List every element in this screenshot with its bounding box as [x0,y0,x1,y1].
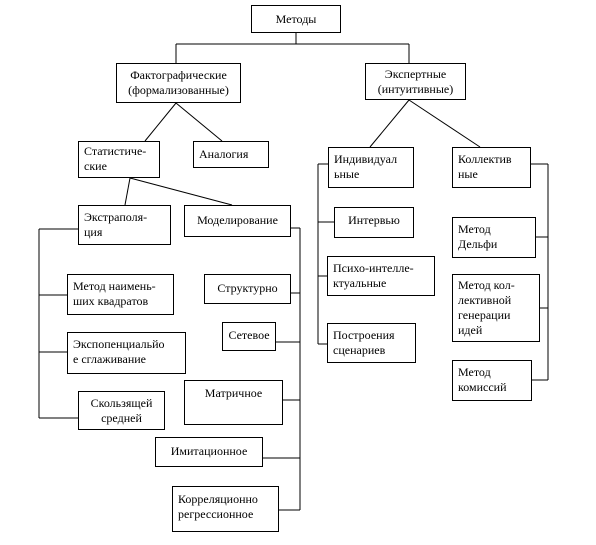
interview-node: Интервью [334,207,414,238]
collective-generation-node: Метод кол- лективной генерации идей [452,274,540,342]
matrix-node: Матричное [184,380,283,425]
psycho-intellectual-node: Психо-интелле- ктуальные [327,256,435,296]
structural-node: Структурно [204,274,291,304]
statistical-node: Статистиче- ские [78,141,160,178]
modeling-node: Моделирование [184,205,291,237]
simulation-node: Имитационное [155,437,263,467]
extrapolation-node: Экстраполя- ция [78,205,171,245]
scenarios-node: Построения сценариев [327,323,416,363]
least-squares-node: Метод наимень- ших квадратов [67,274,174,315]
network-node: Сетевое [222,322,276,351]
commissions-node: Метод комиссий [452,360,532,401]
analogy-node: Аналогия [193,141,269,168]
exp-smoothing-node: Экспопенциальйо е сглаживание [67,332,186,374]
correlation-node: Корреляционно регрессионное [172,486,279,532]
root-node: Методы [251,5,341,33]
expert-node: Экспертные (интуитивные) [365,63,466,100]
factographic-node: Фактографические (формализованные) [116,63,241,103]
individual-node: Индивидуал ьные [328,147,414,188]
collective-node: Коллектив ные [452,147,531,188]
moving-average-node: Скользящей средней [78,391,165,430]
delphi-node: Метод Дельфи [452,217,536,258]
